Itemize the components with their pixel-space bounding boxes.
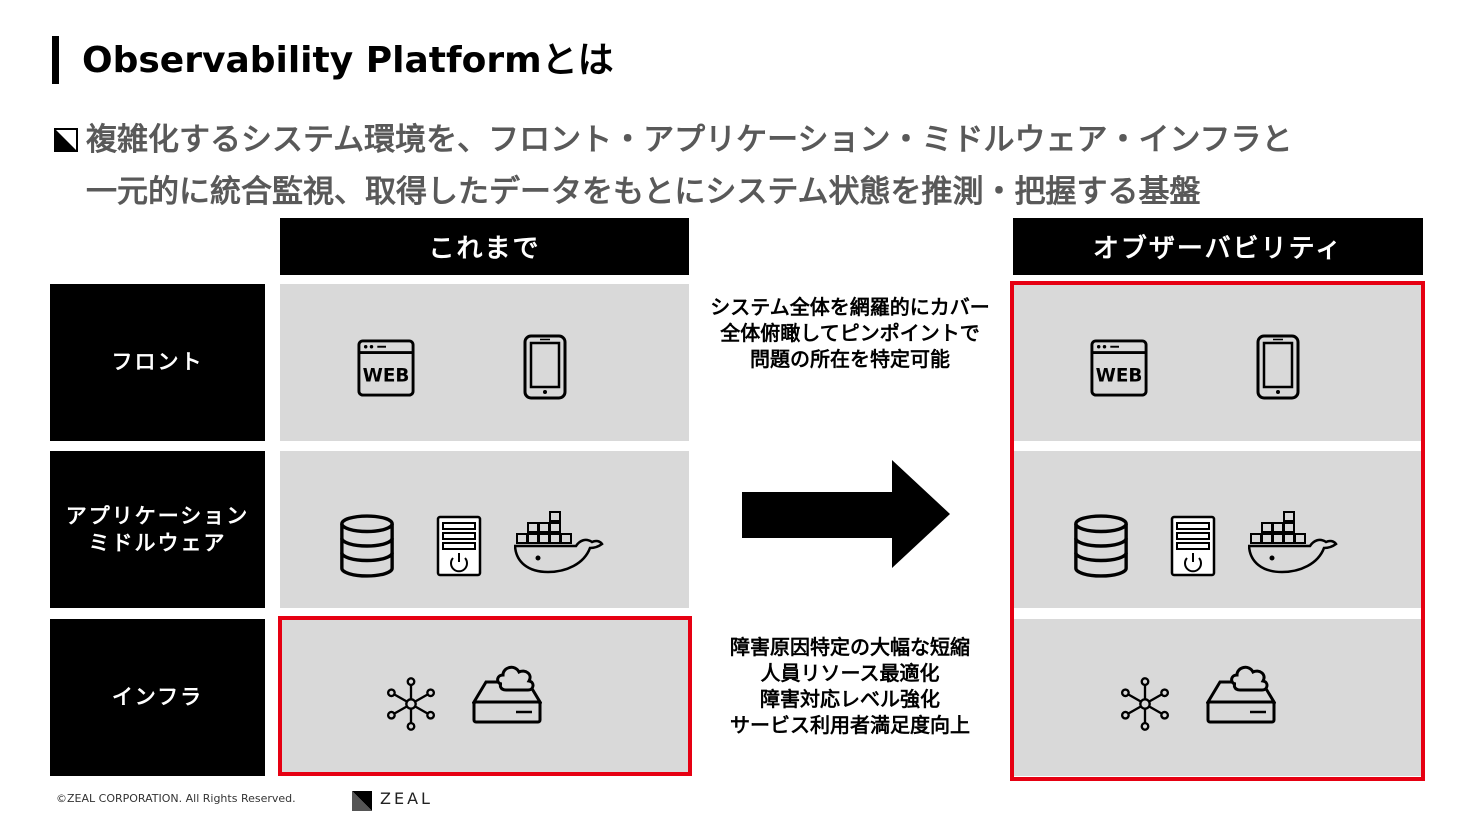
benefit-line-2: 人員リソース最適化 bbox=[760, 661, 940, 685]
network-hub-icon bbox=[1117, 676, 1173, 732]
benefits-description: 障害原因特定の大幅な短縮 人員リソース最適化 障害対応レベル強化 サービス利用者… bbox=[690, 634, 1010, 738]
column-header-before: これまで bbox=[280, 218, 689, 275]
triangle-bullet-icon bbox=[54, 128, 78, 152]
right-arrow-icon bbox=[742, 460, 950, 568]
smartphone-icon bbox=[523, 334, 567, 400]
coverage-line-2: 全体俯瞰してピンポイントで bbox=[720, 321, 980, 345]
after-all-highlight bbox=[1010, 281, 1425, 781]
zeal-logo-icon bbox=[352, 791, 372, 811]
row-label-infra: インフラ bbox=[50, 619, 265, 776]
server-tower-icon bbox=[436, 515, 482, 577]
coverage-description: システム全体を網羅的にカバー 全体俯瞰してピンポイントで 問題の所在を特定可能 bbox=[690, 294, 1010, 372]
server-tower-icon bbox=[1170, 515, 1216, 577]
subtitle-line-2: 一元的に統合監視、取得したデータをもとにシステム状態を推測・把握する基盤 bbox=[86, 174, 1201, 210]
web-browser-icon bbox=[1090, 339, 1148, 397]
benefit-line-1: 障害原因特定の大幅な短縮 bbox=[730, 635, 970, 659]
smartphone-icon bbox=[1256, 334, 1300, 400]
network-hub-icon bbox=[383, 676, 439, 732]
page-title: Observability Platformとは bbox=[82, 40, 614, 81]
row-label-application: アプリケーション bbox=[65, 503, 250, 528]
row-label-middleware: ミドルウェア bbox=[88, 530, 227, 555]
web-browser-icon bbox=[357, 339, 415, 397]
cloud-storage-icon bbox=[1206, 660, 1276, 726]
row-label-front: フロント bbox=[50, 284, 265, 441]
after-front-cell bbox=[1013, 284, 1423, 441]
coverage-line-3: 問題の所在を特定可能 bbox=[750, 347, 950, 371]
benefit-line-3: 障害対応レベル強化 bbox=[760, 687, 940, 711]
row-label-application-middleware: アプリケーション ミドルウェア bbox=[50, 451, 265, 608]
docker-whale-icon bbox=[514, 510, 604, 574]
subtitle-line-1: 複雑化するシステム環境を、フロント・アプリケーション・ミドルウェア・インフラと bbox=[86, 122, 1293, 158]
coverage-line-1: システム全体を網羅的にカバー bbox=[710, 295, 990, 319]
zeal-logo-text: ZEAL bbox=[380, 789, 433, 808]
title-accent-bar bbox=[52, 36, 59, 84]
cloud-storage-icon bbox=[472, 660, 542, 726]
before-front-cell bbox=[280, 284, 689, 441]
database-icon bbox=[338, 513, 396, 579]
benefit-line-4: サービス利用者満足度向上 bbox=[730, 713, 970, 737]
page-subtitle: 複雑化するシステム環境を、フロント・アプリケーション・ミドルウェア・インフラと … bbox=[86, 114, 1446, 218]
docker-whale-icon bbox=[1248, 510, 1338, 574]
before-infra-cell bbox=[280, 619, 689, 776]
before-infra-highlight bbox=[278, 616, 692, 776]
copyright-text: ©ZEAL CORPORATION. All Rights Reserved. bbox=[56, 792, 296, 805]
column-header-after: オブザーバビリティ bbox=[1013, 218, 1423, 275]
database-icon bbox=[1072, 513, 1130, 579]
after-infra-cell bbox=[1013, 619, 1423, 776]
